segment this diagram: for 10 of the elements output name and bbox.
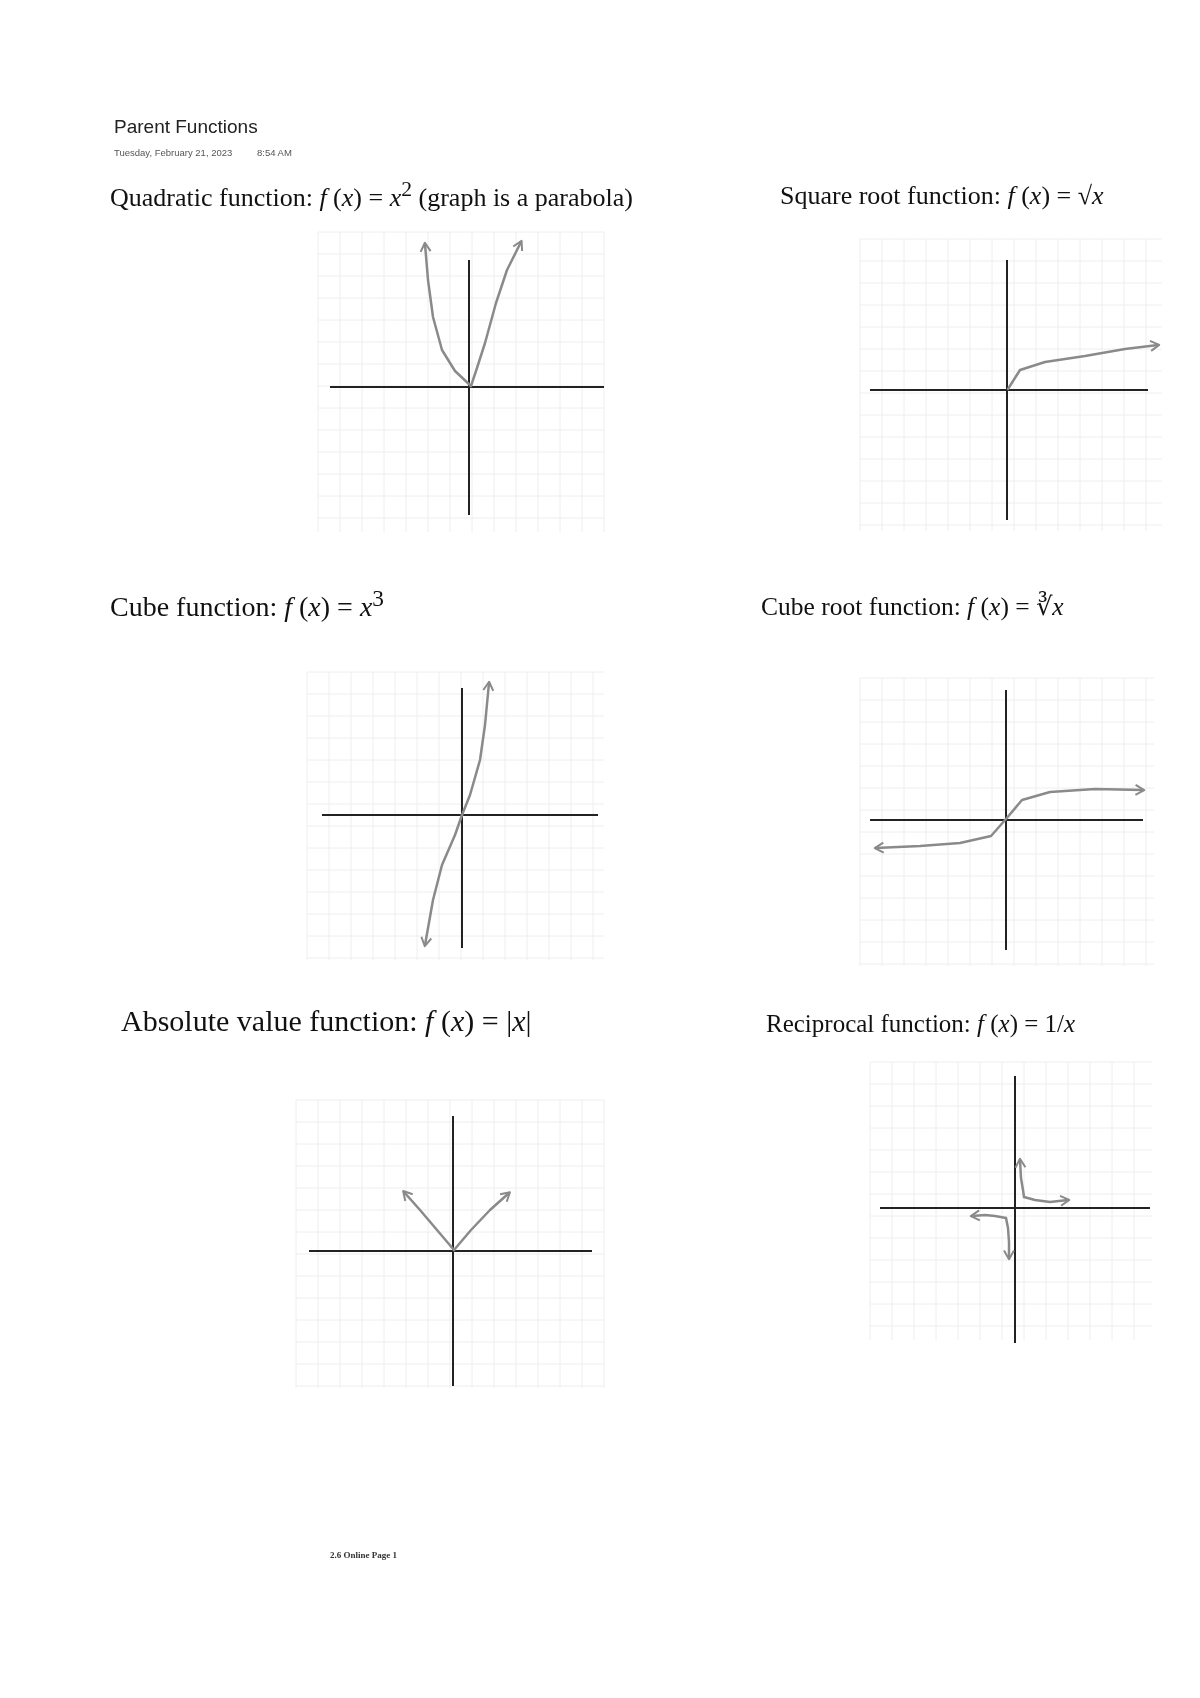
function-heading: Reciprocal function: f (x) = 1/x [766,1009,1076,1039]
time-text: 8:54 AM [257,147,292,159]
page-footer: 2.6 Online Page 1 [330,1550,397,1561]
date-text: Tuesday, February 21, 2023 [114,147,233,159]
function-heading: Cube function: f (x) = x$^{3}$ [110,590,384,624]
page-title: Parent Functions [114,116,258,139]
function-heading: Cube root function: f (x) = ∛x [761,592,1064,623]
function-heading: Square root function: f (x) = √x [780,180,1104,212]
function-heading: Absolute value function: f (x) = |x| [121,1003,532,1039]
function-heading: Quadratic function: f (x) = x$^{2}$ (graph is a parabola) [110,182,633,214]
